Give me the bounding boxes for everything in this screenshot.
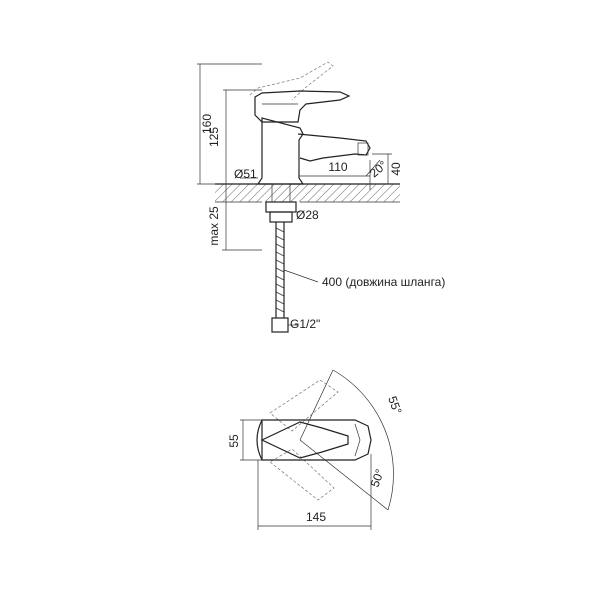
mounting-nut bbox=[265, 201, 297, 213]
dim-40: 40 bbox=[389, 162, 403, 176]
dim-diameter-51: Ø51 bbox=[234, 167, 257, 181]
dim-max25: max 25 bbox=[207, 206, 221, 246]
dim-thread: G1/2" bbox=[290, 317, 320, 331]
faucet-lever bbox=[254, 90, 351, 123]
aerator bbox=[357, 142, 369, 156]
top-body bbox=[261, 419, 372, 461]
dim-160: 160 bbox=[200, 114, 214, 134]
faucet-spout bbox=[297, 133, 371, 162]
mounting-washer bbox=[269, 211, 293, 223]
dim-angle-20: 20° bbox=[367, 158, 390, 181]
dim-145: 145 bbox=[306, 510, 326, 524]
lever-raised-outline bbox=[249, 61, 334, 101]
dim-55: 55 bbox=[227, 434, 241, 448]
hose-fitting bbox=[271, 317, 289, 333]
dim-angle-50: 50° bbox=[368, 467, 387, 489]
rotation-arc bbox=[332, 369, 394, 511]
dim-125: 125 bbox=[207, 127, 221, 147]
countertop-hatch bbox=[215, 184, 400, 202]
top-view: 55 145 55° 50° bbox=[227, 369, 405, 530]
dim-hose-length: 400 (довжина шланга) bbox=[322, 275, 445, 289]
dim-angle-55: 55° bbox=[385, 394, 404, 416]
top-lever bbox=[260, 421, 349, 459]
faucet-body bbox=[256, 117, 305, 185]
dim-110: 110 bbox=[328, 160, 347, 174]
lever-rotated-right bbox=[269, 448, 335, 501]
hose bbox=[275, 222, 285, 318]
dim-diameter-28: Ø28 bbox=[296, 208, 319, 222]
side-view: 160 125 max 25 110 20° 40 Ø51 Ø28 400 (д… bbox=[197, 61, 445, 333]
lever-rotated-left bbox=[269, 379, 339, 432]
